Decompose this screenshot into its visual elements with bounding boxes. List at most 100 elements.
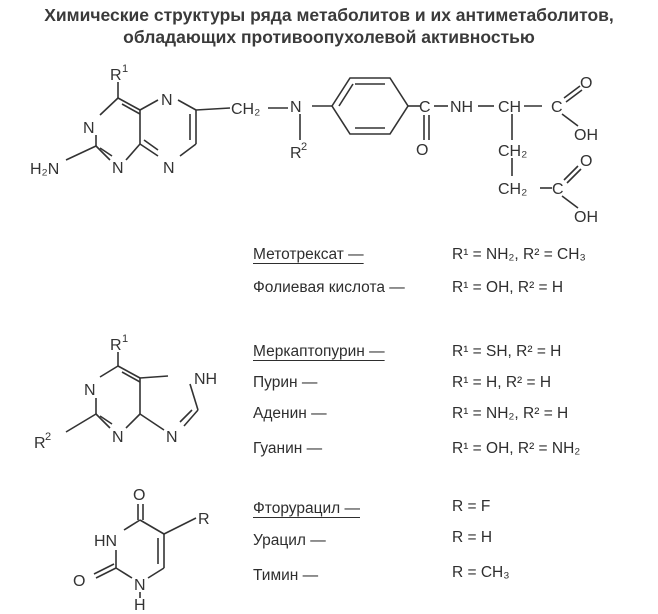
bond [139,143,159,157]
bond [95,567,117,579]
bond [565,89,583,103]
purine-r2-label: R [34,435,46,452]
carboxyl2-oh-label: OH [574,209,598,226]
carboxyl-oh-label: OH [574,127,598,144]
compound-name-mercaptopurine: Меркаптопурин — [253,343,385,360]
bond [121,103,141,115]
folate-structure: R 1 N N N N H₂N CH₂ N R 2 C O NH CH C O … [30,63,598,226]
pyrimidine-o2-label: O [73,573,85,590]
bond [65,145,97,161]
bond [563,85,581,99]
n8-label: N [163,160,175,177]
title-line-2: обладающих противоопухолевой активностью [123,27,535,47]
amide-c-label: C [419,99,431,116]
compound-name-adenine: Аденин — [253,405,327,422]
bond [139,519,165,535]
bond [99,147,113,157]
pyrimidine-r-label: R [198,511,210,528]
n1-label: N [83,120,95,137]
bond [566,168,582,184]
substituents-mercaptopurine: R¹ = SH, R² = H [452,343,562,360]
purine-n7-label: N [166,429,178,446]
compound-name-thymine: Тимин — [253,567,319,584]
bond [117,97,141,111]
ch2-linker-label: CH₂ [231,101,260,118]
bond [179,409,193,423]
amide-o-label: O [416,142,428,159]
bond [95,413,111,429]
ch2-beta-label: CH₂ [498,143,527,160]
purine-nh-label: NH [194,371,217,388]
purine-structure: R 1 N N N NH R 2 [34,333,217,452]
substituents-folic-acid: R¹ = OH, R² = H [452,279,564,296]
bond [338,83,354,107]
bond [99,97,119,116]
bond [93,563,115,575]
bond [139,99,159,111]
compound-name-methotrexate: Метотрексат — [253,246,364,263]
purine-r1-superscript: 1 [122,333,128,345]
substituents-adenine: R¹ = NH₂, R² = H [452,405,569,422]
purine-n1-label: N [84,382,96,399]
bond [95,145,111,161]
bond [163,517,197,535]
bond [99,415,113,425]
pyrimidine-structure: O R HN O N H [73,487,210,614]
bond [139,375,169,379]
bond [179,143,197,157]
bond [121,371,141,383]
r2-label: R [290,145,302,162]
bond [189,383,199,411]
compound-name-purine: Пурин — [253,374,318,391]
pyrimidine-hn-label: HN [94,533,117,550]
pyrimidine-h-label: H [134,597,146,614]
substituents-guanine: R¹ = OH, R² = NH₂ [452,440,581,457]
compound-name-uracil: Урацил — [253,532,326,549]
bond [561,195,579,209]
benzene-ring [331,77,409,135]
bond [125,413,141,429]
compound-name-folic-acid: Фолиевая кислота — [253,279,405,296]
substituents-thymine: R = CH₃ [452,564,510,581]
bond [99,365,119,378]
n3-label: N [112,160,124,177]
bond [177,99,197,111]
compound-name-fluorouracil: Фторурацил — [253,500,360,517]
bond [65,413,97,433]
ch-label: CH [498,99,521,116]
purine-r1-label: R [110,337,122,354]
pyrimidine-o4-label: O [133,487,145,504]
nh-label: NH [450,99,473,116]
bond [183,409,199,427]
bond [561,113,579,127]
ch2-gamma-label: CH₂ [498,181,527,198]
substituents-methotrexate: R¹ = NH₂, R² = CH₃ [452,246,586,263]
compound-name-guanine: Гуанин — [253,440,323,457]
r1-superscript: 1 [122,63,128,75]
carboxyl-c-label: C [551,99,563,116]
bond [563,165,579,181]
bond [115,567,133,579]
purine-n3-label: N [112,429,124,446]
bond [147,567,165,579]
title-line-1: Химические структуры ряда метаболитов и … [44,5,614,25]
substituents-fluorouracil: R = F [452,498,491,515]
bond [195,107,231,111]
r2-superscript: 2 [301,141,307,153]
purine-r2-superscript: 2 [45,431,51,443]
n5-label: N [161,92,173,109]
pyrimidine-n1-label: N [134,577,146,594]
bond [139,413,165,431]
bond [143,139,159,151]
carboxyl-o-label: O [580,75,592,92]
carboxyl2-c-label: C [552,181,564,198]
substituents-purine: R¹ = H, R² = H [452,374,552,391]
substituents-uracil: R = H [452,529,493,546]
bond [125,143,141,161]
bond [123,519,141,531]
h2n-label: H₂N [30,161,59,178]
bond [117,365,141,379]
carboxyl2-o-label: O [580,153,592,170]
r1-label: R [110,67,122,84]
